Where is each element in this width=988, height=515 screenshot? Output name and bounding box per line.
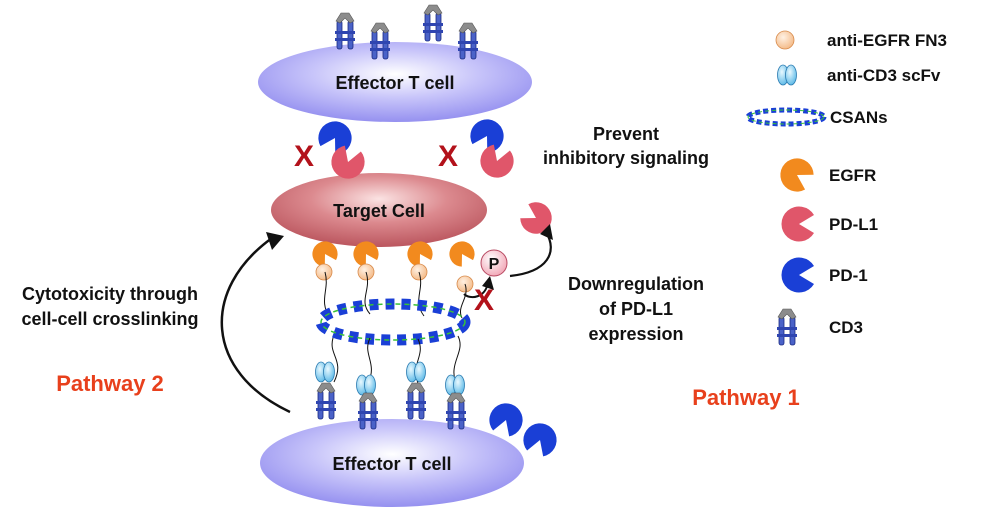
legend-item-csans: CSANs [745,107,888,127]
downregulation-line-2: of PD-L1 [599,299,673,319]
scfv-icon [315,361,335,383]
cd3-icon [445,392,467,430]
legend-label-pdl1: PD-L1 [829,215,878,234]
downregulation-line-3: expression [588,324,683,344]
pd1-pdl1-left-pair: X [294,115,369,184]
egfr-icon [774,152,818,197]
prevent-annotation: Prevent inhibitory signaling [543,124,709,168]
scfv-icon [406,361,426,383]
pathway-1-label: Pathway 1 [692,385,800,410]
egfr-icon [444,236,479,270]
legend-item-pd1: PD-1 [781,257,868,293]
legend-item-pdl1: PD-L1 [781,206,878,242]
cytotoxicity-line-2: cell-cell crosslinking [21,309,198,329]
scfv-icon [356,374,376,396]
bottom-effector-label: Effector T cell [332,454,451,474]
phospho-marker: P [480,249,508,277]
target-cell-label: Target Cell [333,201,425,221]
pd1-icon [781,257,814,293]
fn3-icon [775,30,795,50]
scfv-icon [445,374,465,396]
block-x-left: X [294,140,314,173]
block-x-egfr: X [474,284,494,317]
top-effector-label: Effector T cell [335,73,454,93]
legend: anti-EGFR FN3 anti-CD3 scFv CSANs EGFR P… [745,30,947,346]
csan-ring [315,271,471,385]
cd3-icon [334,12,356,50]
legend-label-fn3: anti-EGFR FN3 [827,31,947,50]
cytotoxicity-line-1: Cytotoxicity through [22,284,198,304]
legend-label-scfv: anti-CD3 scFv [827,66,941,85]
cd3-icon [776,308,798,346]
pathway2-arrow [220,232,291,414]
top-effector-t-cell: Effector T cell [258,42,532,122]
target-cell: Target Cell [271,173,487,247]
bottom-scfv-cd3-row [315,361,467,430]
phospho-to-pdl1-arrow [509,224,553,278]
pathway-2-label: Pathway 2 [56,371,164,396]
phospho-label: P [489,256,500,273]
legend-item-scfv: anti-CD3 scFv [777,64,941,86]
pd1-pdl1-right-pair: X [438,113,518,183]
cd3-icon [405,382,427,420]
block-x-right: X [438,140,458,173]
legend-label-cd3: CD3 [829,318,863,337]
downregulation-annotation: Downregulation of PD-L1 expression [568,274,704,344]
legend-item-fn3: anti-EGFR FN3 [775,30,947,50]
cytotoxicity-annotation: Cytotoxicity through cell-cell crosslink… [21,284,198,329]
legend-label-csans: CSANs [830,108,888,127]
cd3-icon [315,382,337,420]
downregulation-line-1: Downregulation [568,274,704,294]
pd1-icon [485,398,528,440]
fn3-icon [315,263,333,281]
legend-item-egfr: EGFR [774,152,876,197]
cd3-icon [422,4,444,42]
bottom-effector-t-cell: Effector T cell [260,419,524,507]
legend-item-cd3: CD3 [776,308,863,346]
prevent-line-2: inhibitory signaling [543,148,709,168]
legend-label-pd1: PD-1 [829,266,868,285]
legend-label-egfr: EGFR [829,166,876,185]
pd1-icon [519,418,562,460]
pdl1-icon [781,206,814,242]
egfr-signal-block: X [463,276,494,317]
scfv-icon [777,64,797,86]
prevent-line-1: Prevent [593,124,659,144]
